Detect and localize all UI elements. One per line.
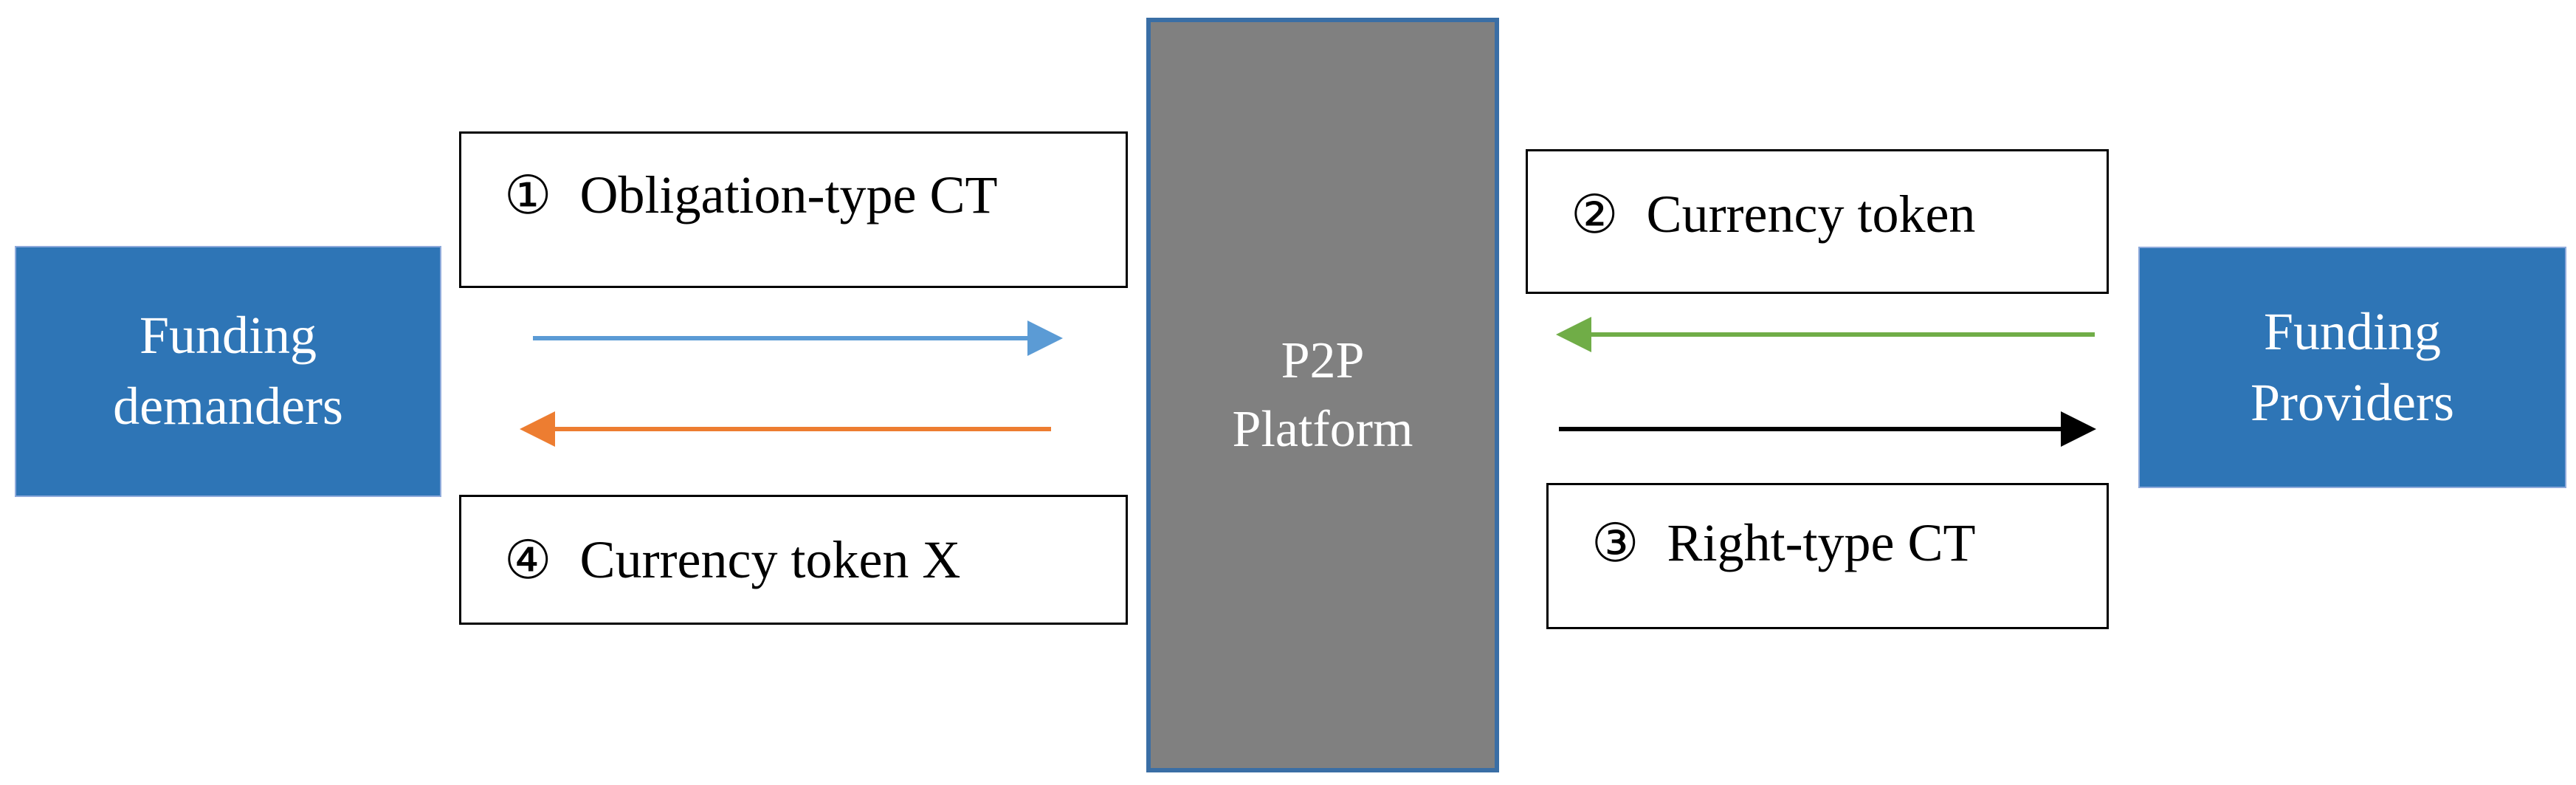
step-4-number: ④ (504, 530, 552, 590)
currency-flow-arrow (1556, 317, 2095, 352)
funding-demanders-line2: demanders (113, 377, 343, 436)
currency-x-flow-arrow (520, 411, 1051, 447)
funding-demanders-line1: Funding (139, 306, 317, 366)
funding-demanders-node: Funding demanders (15, 246, 441, 497)
currency-token-x-text: Currency token X (579, 529, 961, 589)
currency-token-text: Currency token (1646, 184, 1976, 244)
p2p-platform-node: P2P Platform (1146, 18, 1499, 772)
right-type-ct-text: Right-type CT (1667, 513, 1976, 572)
funding-providers-line1: Funding (2263, 301, 2442, 361)
obligation-type-ct-label: ① Obligation-type CT (459, 131, 1128, 288)
funding-providers-node: Funding Providers (2138, 247, 2566, 488)
obligation-flow-arrow (533, 320, 1063, 356)
right-type-flow-arrow (1559, 411, 2096, 447)
obligation-type-ct-text: Obligation-type CT (579, 165, 998, 224)
p2p-platform-line2: Platform (1232, 401, 1413, 458)
step-3-number: ③ (1591, 513, 1639, 573)
step-2-number: ② (1571, 185, 1619, 244)
p2p-platform-line1: P2P (1281, 332, 1365, 389)
funding-providers-line2: Providers (2250, 372, 2454, 432)
currency-token-label: ② Currency token (1526, 149, 2109, 294)
currency-token-x-label: ④ Currency token X (459, 495, 1128, 625)
step-1-number: ① (504, 165, 552, 225)
right-type-ct-label: ③ Right-type CT (1546, 483, 2109, 629)
